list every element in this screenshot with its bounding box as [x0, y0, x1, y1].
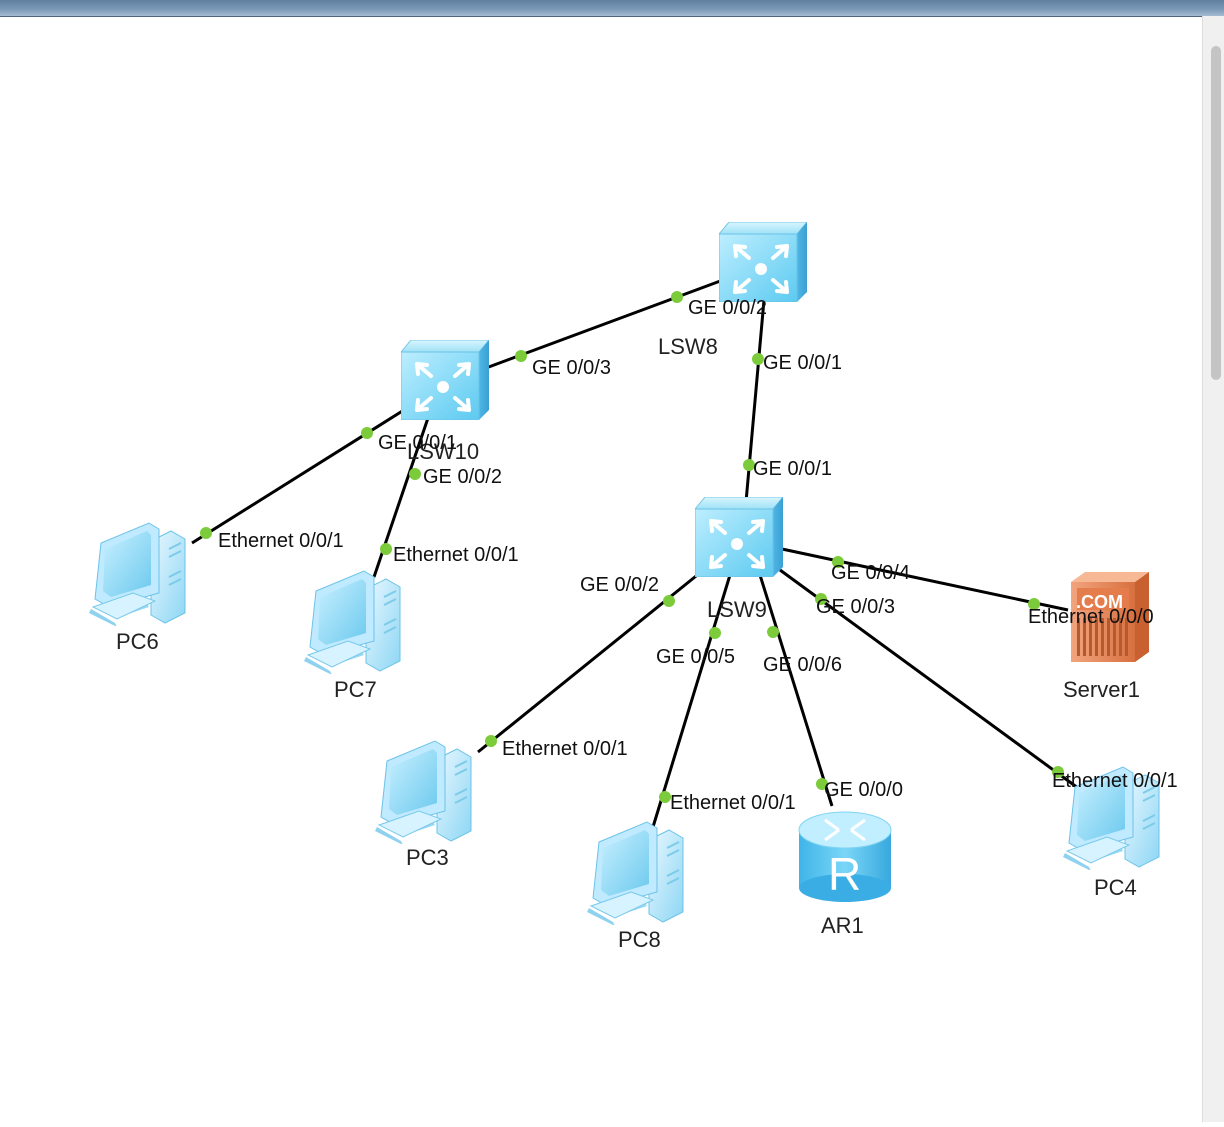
link-lsw9-server1[interactable]: [781, 547, 1069, 612]
port-dot[interactable]: [380, 543, 392, 555]
port-label: GE 0/0/1: [763, 352, 842, 374]
port-label: GE 0/0/3: [532, 357, 611, 379]
port-dot[interactable]: [1028, 598, 1040, 610]
device-pc4[interactable]: PC4: [1062, 766, 1160, 900]
port-label: GE 0/0/3: [816, 596, 895, 618]
device-pc3[interactable]: PC3: [374, 740, 472, 870]
link-lsw9-pc8[interactable]: [651, 574, 732, 828]
port-dot[interactable]: [767, 626, 779, 638]
link-lsw10-pc6[interactable]: [191, 408, 405, 545]
port-dot[interactable]: [200, 527, 212, 539]
port-dot[interactable]: [709, 627, 721, 639]
port-dot[interactable]: [485, 735, 497, 747]
device-ar1[interactable]: R AR1: [797, 810, 893, 938]
port-dot[interactable]: [409, 468, 421, 480]
port-label: Ethernet 0/0/1: [670, 792, 796, 814]
topology-diagram: LSW8 LSW10 LSW9 PC6 PC7 PC3 PC8 PC4 R AR…: [88, 222, 1178, 952]
link-lsw9-ar1[interactable]: [758, 574, 834, 807]
port-label: GE 0/0/1: [753, 458, 832, 480]
device-label: LSW8: [658, 334, 718, 359]
port-dot[interactable]: [361, 427, 373, 439]
port-label: GE 0/0/4: [831, 562, 910, 584]
device-label: PC3: [406, 845, 449, 870]
device-pc6[interactable]: PC6: [88, 522, 186, 654]
pc-icon: [88, 522, 186, 626]
device-label: LSW10: [407, 439, 479, 464]
port-label: Ethernet 0/0/1: [1052, 770, 1178, 792]
port-dot[interactable]: [663, 595, 675, 607]
port-dot[interactable]: [671, 291, 683, 303]
port-labels-layer: GE 0/0/2 GE 0/0/3 GE 0/0/1 GE 0/0/1 GE 0…: [218, 297, 1178, 814]
port-label: GE 0/0/5: [656, 646, 735, 668]
server-icon-text: .COM: [1076, 592, 1123, 612]
pc-icon: [303, 570, 401, 674]
router-icon-letter: R: [828, 848, 861, 900]
device-label: LSW9: [707, 597, 767, 622]
links-layer: [191, 278, 1079, 828]
port-dot[interactable]: [816, 778, 828, 790]
device-lsw10[interactable]: LSW10: [401, 340, 489, 464]
device-label: AR1: [821, 913, 864, 938]
window-title-bar: [0, 0, 1224, 17]
port-dot[interactable]: [515, 350, 527, 362]
device-server1[interactable]: .COM Server1: [1063, 572, 1149, 702]
port-label: GE 0/0/2: [423, 466, 502, 488]
port-dot[interactable]: [743, 459, 755, 471]
device-pc7[interactable]: PC7: [303, 570, 401, 702]
port-dot[interactable]: [832, 556, 844, 568]
scrollbar-thumb[interactable]: [1211, 46, 1221, 380]
switch-icon: [719, 222, 807, 302]
port-dots-layer: [200, 291, 1064, 803]
link-lsw9-pc4[interactable]: [779, 568, 1079, 790]
device-pc8[interactable]: PC8: [586, 821, 684, 952]
port-label: GE 0/0/2: [688, 297, 767, 319]
port-dot[interactable]: [815, 593, 827, 605]
device-label: PC4: [1094, 875, 1137, 900]
port-label: Ethernet 0/0/1: [502, 738, 628, 760]
port-label: GE 0/0/2: [580, 574, 659, 596]
pc-icon: [374, 740, 472, 844]
switch-icon: [695, 497, 783, 577]
device-lsw9[interactable]: LSW9: [695, 497, 783, 622]
port-label: Ethernet 0/0/1: [393, 544, 519, 566]
switch-icon: [401, 340, 489, 420]
port-label: GE 0/0/1: [378, 432, 457, 454]
port-dot[interactable]: [659, 791, 671, 803]
device-label: PC8: [618, 927, 661, 952]
port-label: GE 0/0/0: [824, 779, 903, 801]
device-label: Server1: [1063, 677, 1140, 702]
device-label: PC7: [334, 677, 377, 702]
device-lsw8[interactable]: LSW8: [658, 222, 807, 359]
port-label: Ethernet 0/0/1: [218, 530, 344, 552]
topology-canvas[interactable]: LSW8 LSW10 LSW9 PC6 PC7 PC3 PC8 PC4 R AR…: [0, 16, 1202, 1122]
port-label: GE 0/0/6: [763, 654, 842, 676]
pc-icon: [586, 821, 684, 925]
port-dot[interactable]: [752, 353, 764, 365]
port-dot[interactable]: [1052, 766, 1064, 778]
port-label: Ethernet 0/0/0: [1028, 606, 1154, 628]
vertical-scrollbar[interactable]: [1202, 16, 1224, 1122]
device-label: PC6: [116, 629, 159, 654]
